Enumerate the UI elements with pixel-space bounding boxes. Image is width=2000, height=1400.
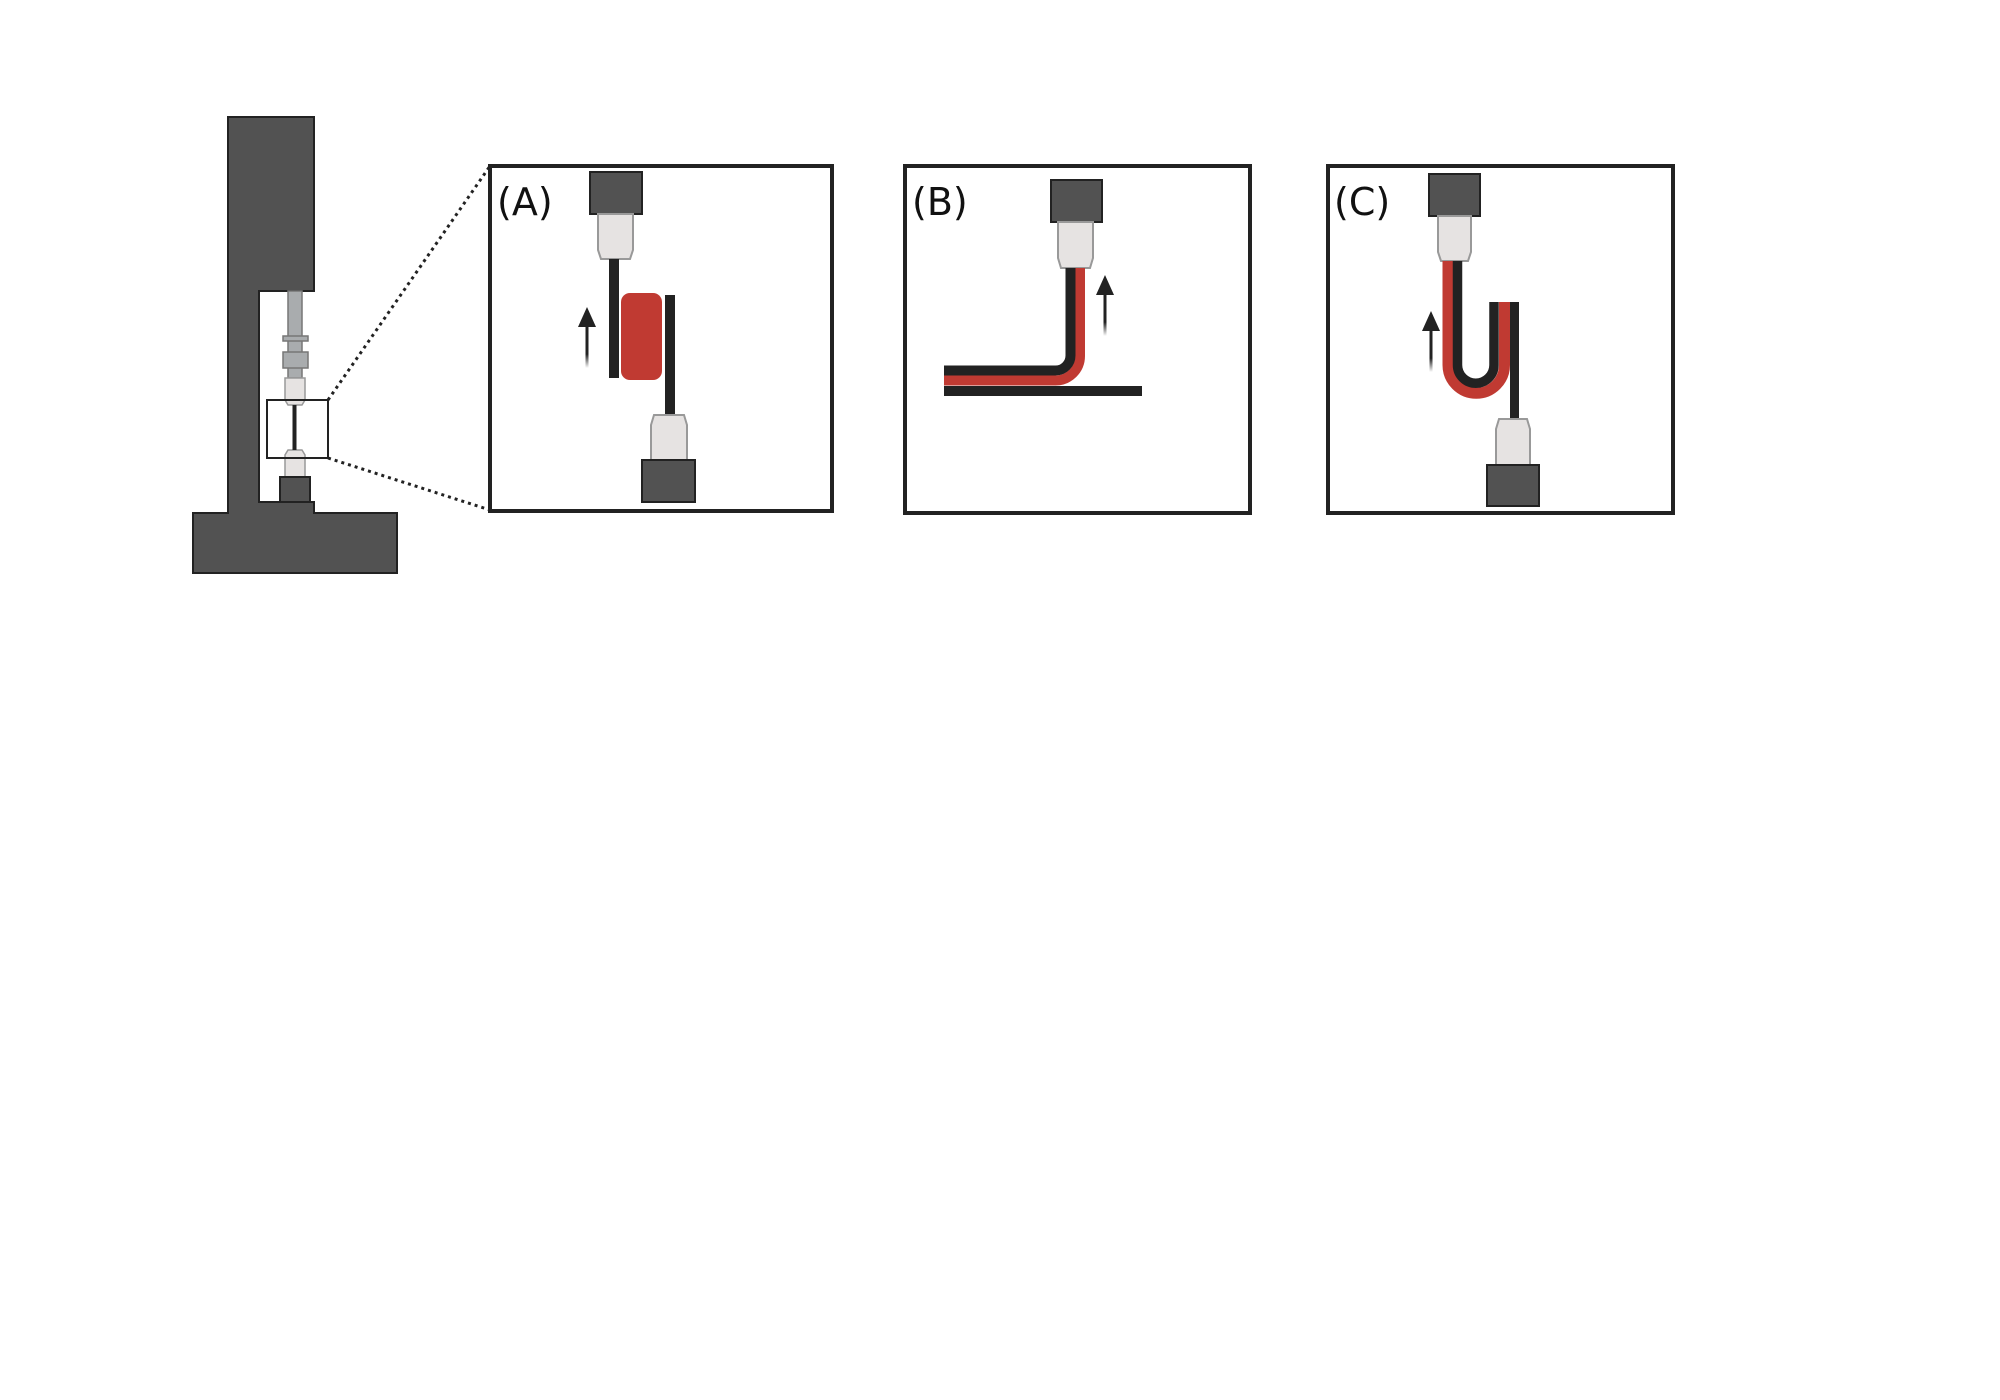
upper-grip <box>597 213 634 260</box>
load-cell <box>282 351 309 369</box>
pull-arrow-icon <box>578 307 596 368</box>
panel-c-label: (C) <box>1334 180 1390 224</box>
zoom-region-box <box>266 399 329 459</box>
panel-b: (B) <box>903 164 1252 515</box>
lower-adherend <box>1510 302 1519 419</box>
panel-c: (C) <box>1326 164 1675 515</box>
pull-arrow-icon <box>1096 275 1114 336</box>
upper-grip <box>1437 215 1472 262</box>
zoom-line-bottom <box>327 456 491 512</box>
panel-b-label: (B) <box>912 180 968 224</box>
upper-adherend <box>609 259 619 378</box>
tape-backing <box>944 268 1076 376</box>
lower-grip-block <box>279 476 311 503</box>
lower-adherend <box>665 295 675 415</box>
panel-a: (A) <box>488 164 834 513</box>
upper-grip-block <box>1050 179 1103 223</box>
lower-grip <box>1495 418 1531 466</box>
tape-backing <box>1452 261 1499 388</box>
upper-grip-block <box>589 171 643 215</box>
lower-grip <box>650 414 688 461</box>
pull-arrow-icon <box>1422 311 1440 372</box>
substrate <box>944 386 1142 396</box>
rod-collar <box>282 335 309 342</box>
zoom-line-top <box>326 165 492 401</box>
lower-grip-block <box>641 459 696 503</box>
adhesive-tape <box>1442 261 1510 399</box>
upper-grip <box>1057 221 1094 269</box>
upper-grip-block <box>1428 173 1481 217</box>
adhesive-layer <box>621 293 662 380</box>
testing-machine <box>192 116 398 574</box>
lower-grip <box>284 449 306 478</box>
lower-grip-block <box>1486 464 1540 507</box>
machine-frame <box>192 116 398 574</box>
panel-a-label: (A) <box>497 180 553 224</box>
adhesive-tape <box>944 268 1085 386</box>
